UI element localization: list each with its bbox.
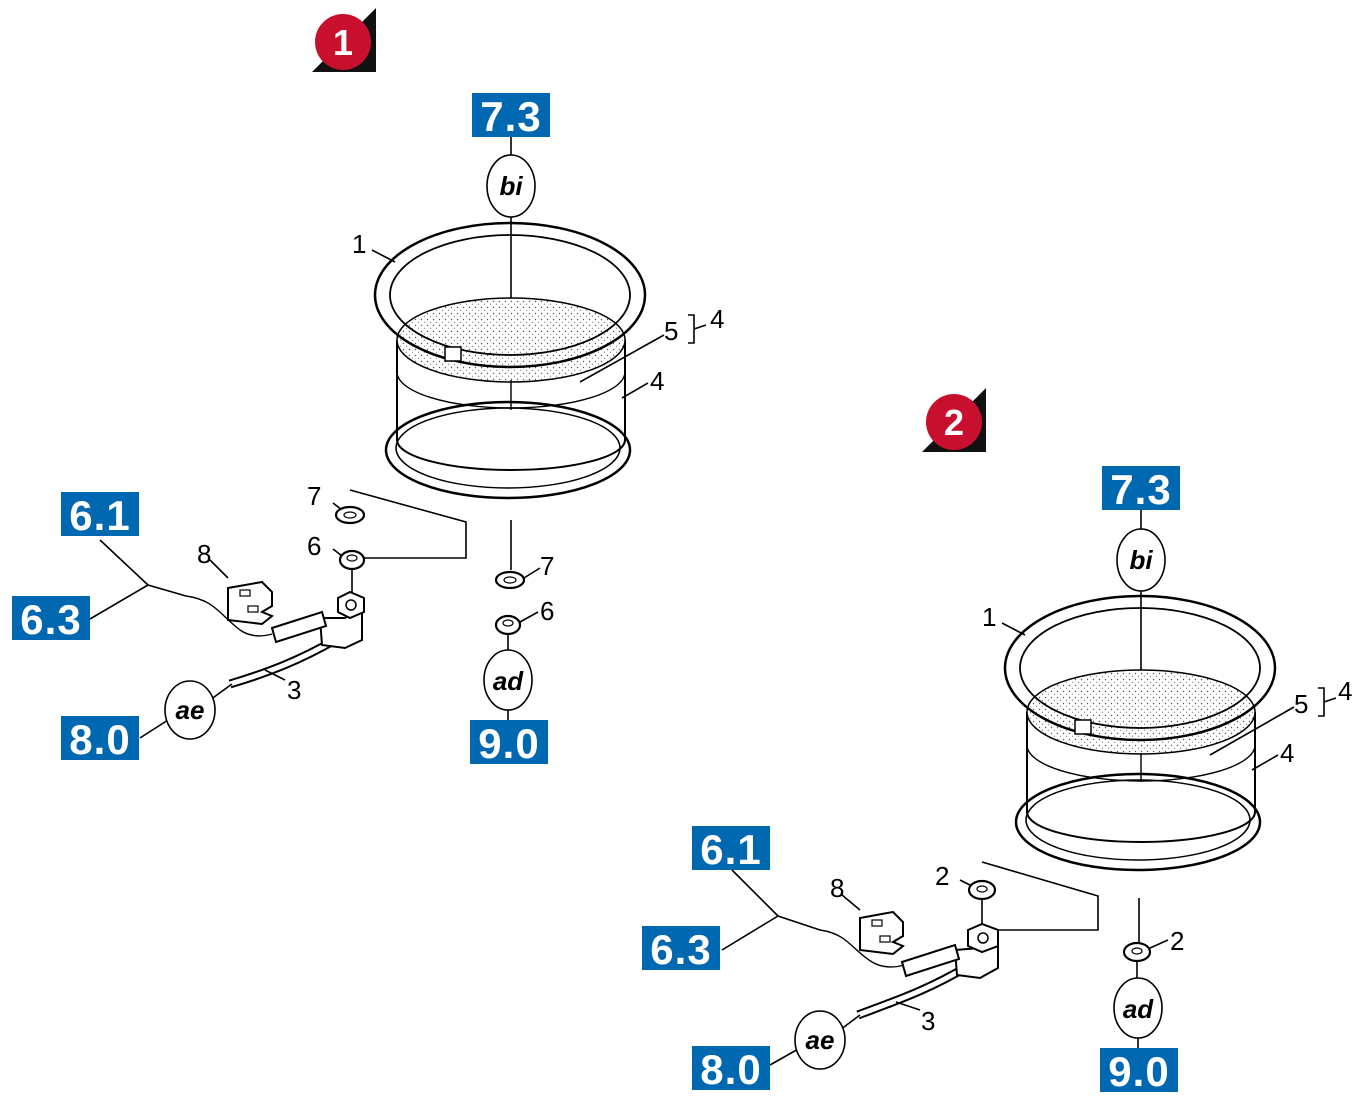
ref-box-8-0[interactable] — [692, 1046, 770, 1090]
code-bubble-bi — [1116, 528, 1166, 592]
cable-assembly — [819, 910, 999, 1020]
part-label-washer-left: 2 — [935, 861, 949, 891]
ref-box-9-0[interactable] — [1100, 1048, 1178, 1092]
code-label-ad: ad — [493, 666, 524, 696]
ref-box-7-3[interactable] — [1102, 466, 1180, 510]
code-label-ae: ae — [176, 695, 205, 725]
filter-cylinder — [384, 297, 632, 500]
code-label-bi: bi — [499, 171, 523, 201]
part-label-ring: 1 — [982, 602, 996, 632]
nut-right — [494, 614, 522, 636]
part-label-cable: 3 — [287, 675, 301, 705]
view-1: 1 7.3 bi 1 5 4 — [12, 8, 724, 767]
part-label-filter-group: 4 — [710, 304, 724, 334]
ref-label-8-0: 8.0 — [69, 716, 130, 763]
ref-label-7-3: 7.3 — [480, 93, 541, 140]
view-badge-label: 2 — [944, 402, 964, 443]
part-label-filter-body: 4 — [1280, 738, 1294, 768]
part-label-cable: 3 — [921, 1006, 935, 1036]
view-2: 2 7.3 bi 1 5 4 4 2 — [642, 388, 1352, 1095]
part-label-filter-body: 4 — [650, 366, 664, 396]
ref-label-9-0: 9.0 — [478, 720, 539, 767]
part-label-filter-inner: 5 — [664, 316, 678, 346]
part-label-bracket: 8 — [830, 873, 844, 903]
ref-box-6-1[interactable] — [692, 826, 770, 870]
washer-right — [1122, 941, 1152, 963]
washer-right — [494, 570, 526, 590]
part-label-ring: 1 — [352, 229, 366, 259]
washer-left — [967, 879, 997, 901]
ring-part — [373, 221, 647, 369]
part-label-bracket: 8 — [197, 539, 211, 569]
code-bubble-bi — [486, 154, 536, 218]
code-bubble-ae — [794, 1010, 846, 1070]
ref-label-6-1: 6.1 — [69, 492, 130, 539]
ref-box-8-0[interactable] — [61, 716, 139, 760]
ref-label-7-3: 7.3 — [1110, 466, 1171, 513]
nut-left — [338, 549, 366, 571]
code-bubble-ae — [164, 680, 216, 740]
ref-box-7-3[interactable] — [472, 93, 550, 137]
bracket-part — [227, 580, 274, 626]
part-label-washer-right: 7 — [540, 551, 554, 581]
ref-label-6-3: 6.3 — [20, 596, 81, 643]
code-label-bi: bi — [1129, 545, 1153, 575]
filter-cylinder — [1014, 669, 1262, 872]
ref-label-8-0: 8.0 — [700, 1046, 761, 1093]
part-label-filter-group: 4 — [1338, 676, 1352, 706]
part-label-washer-right: 2 — [1170, 926, 1184, 956]
ref-box-6-3[interactable] — [12, 596, 90, 640]
bracket-part — [859, 910, 905, 956]
part-label-nut-right: 6 — [540, 596, 554, 626]
ring-part — [1003, 594, 1277, 742]
ref-label-6-1: 6.1 — [700, 826, 761, 873]
part-label-washer-left: 7 — [307, 481, 321, 511]
view-badge-1: 1 — [312, 8, 376, 72]
washer-left — [334, 505, 366, 525]
ref-box-6-1[interactable] — [61, 492, 139, 536]
ref-label-6-3: 6.3 — [650, 926, 711, 973]
code-label-ae: ae — [806, 1025, 835, 1055]
part-label-nut-left: 6 — [307, 531, 321, 561]
view-badge-2: 2 — [922, 388, 986, 452]
view-badge-label: 1 — [333, 22, 353, 63]
cable-assembly — [185, 580, 365, 689]
ref-box-6-3[interactable] — [642, 926, 720, 970]
ref-box-9-0[interactable] — [470, 720, 548, 764]
code-label-ad: ad — [1123, 994, 1154, 1024]
ref-label-9-0: 9.0 — [1108, 1048, 1169, 1095]
part-label-filter-inner: 5 — [1294, 689, 1308, 719]
